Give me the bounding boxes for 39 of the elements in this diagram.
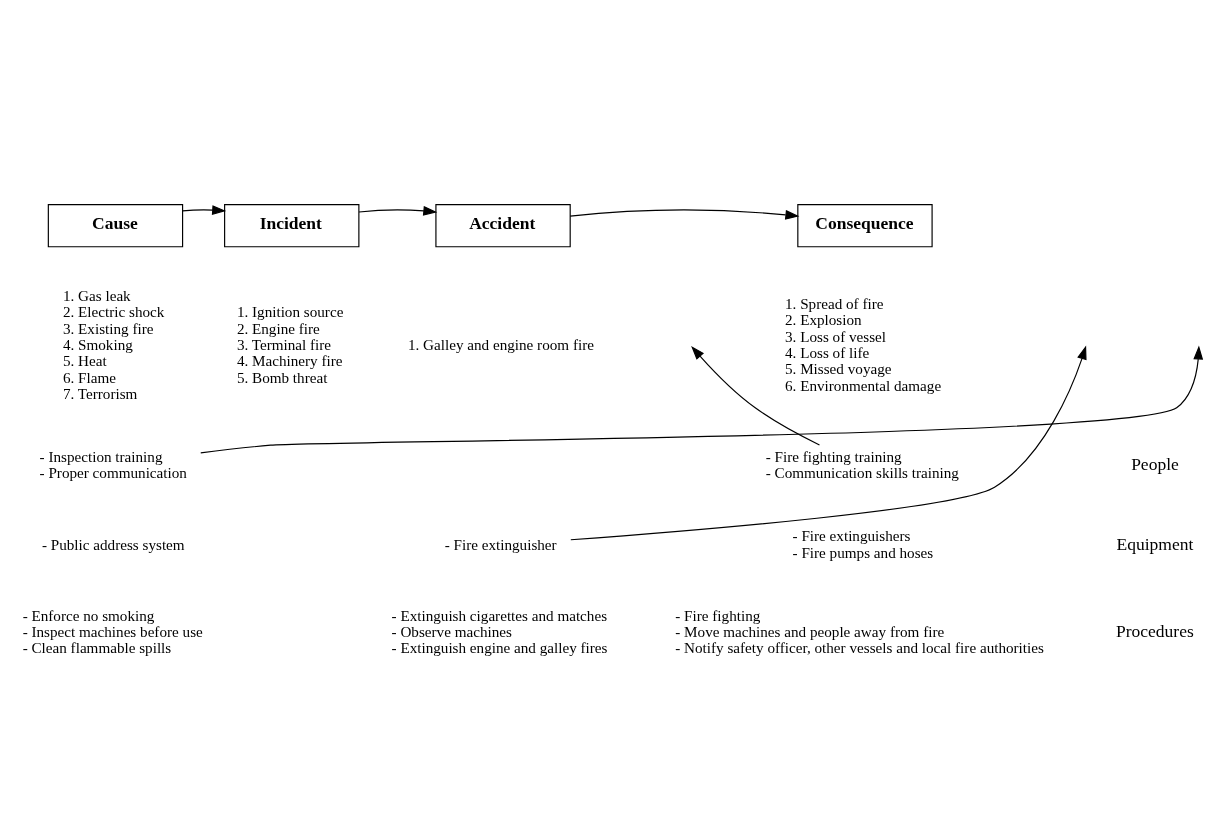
label: 4. Machinery fire — [236, 351, 343, 369]
node-box: Accident — [435, 203, 571, 247]
label: 1. Ignition source — [236, 302, 344, 320]
node-box: Consequence — [797, 203, 933, 247]
label: Procedures — [1115, 620, 1194, 641]
arrow — [200, 345, 1204, 453]
label: - Fire extinguishers — [792, 526, 911, 544]
label: - Extinguish engine and galley fires — [391, 638, 608, 656]
arrow — [570, 345, 1087, 540]
arrow — [691, 345, 821, 446]
label: 5. Heat — [62, 351, 107, 369]
label: 2. Engine fire — [236, 319, 320, 337]
label: 6. Environmental damage — [784, 376, 942, 394]
label: 1. Gas leak — [62, 286, 131, 304]
label: 2. Electric shock — [62, 302, 165, 320]
label: People — [1131, 453, 1179, 474]
node-box: Incident — [224, 203, 360, 247]
label: - Fire pumps and hoses — [792, 543, 934, 561]
node-text: - Fire fighting training - Communication skills training — [765, 447, 959, 481]
node-text: - Inspection training - Proper communication — [39, 447, 187, 481]
label: 1. Spread of fire — [784, 294, 884, 312]
arrow — [569, 208, 800, 220]
label: 1. Galley and engine room fire — [407, 335, 594, 353]
arrow — [358, 205, 438, 216]
label: 4. Loss of life — [784, 343, 870, 361]
node-text: - Fire extinguisher — [444, 535, 557, 553]
label: Equipment — [1116, 533, 1194, 554]
label: 5. Missed voyage — [784, 359, 892, 377]
label: 3. Existing fire — [62, 319, 154, 337]
label: - Public address system — [41, 535, 185, 553]
label: 7. Terrorism — [62, 384, 138, 402]
label: 3. Loss of vessel — [784, 327, 887, 345]
label: - Enforce no smoking — [22, 606, 155, 624]
label: 6. Flame — [62, 368, 116, 386]
label: - Extinguish cigarettes and matches — [391, 606, 608, 624]
arrow — [182, 204, 227, 215]
node-box: Cause — [47, 203, 184, 247]
label: - Fire fighting — [675, 606, 761, 624]
label: 5. Bomb threat — [236, 368, 328, 386]
